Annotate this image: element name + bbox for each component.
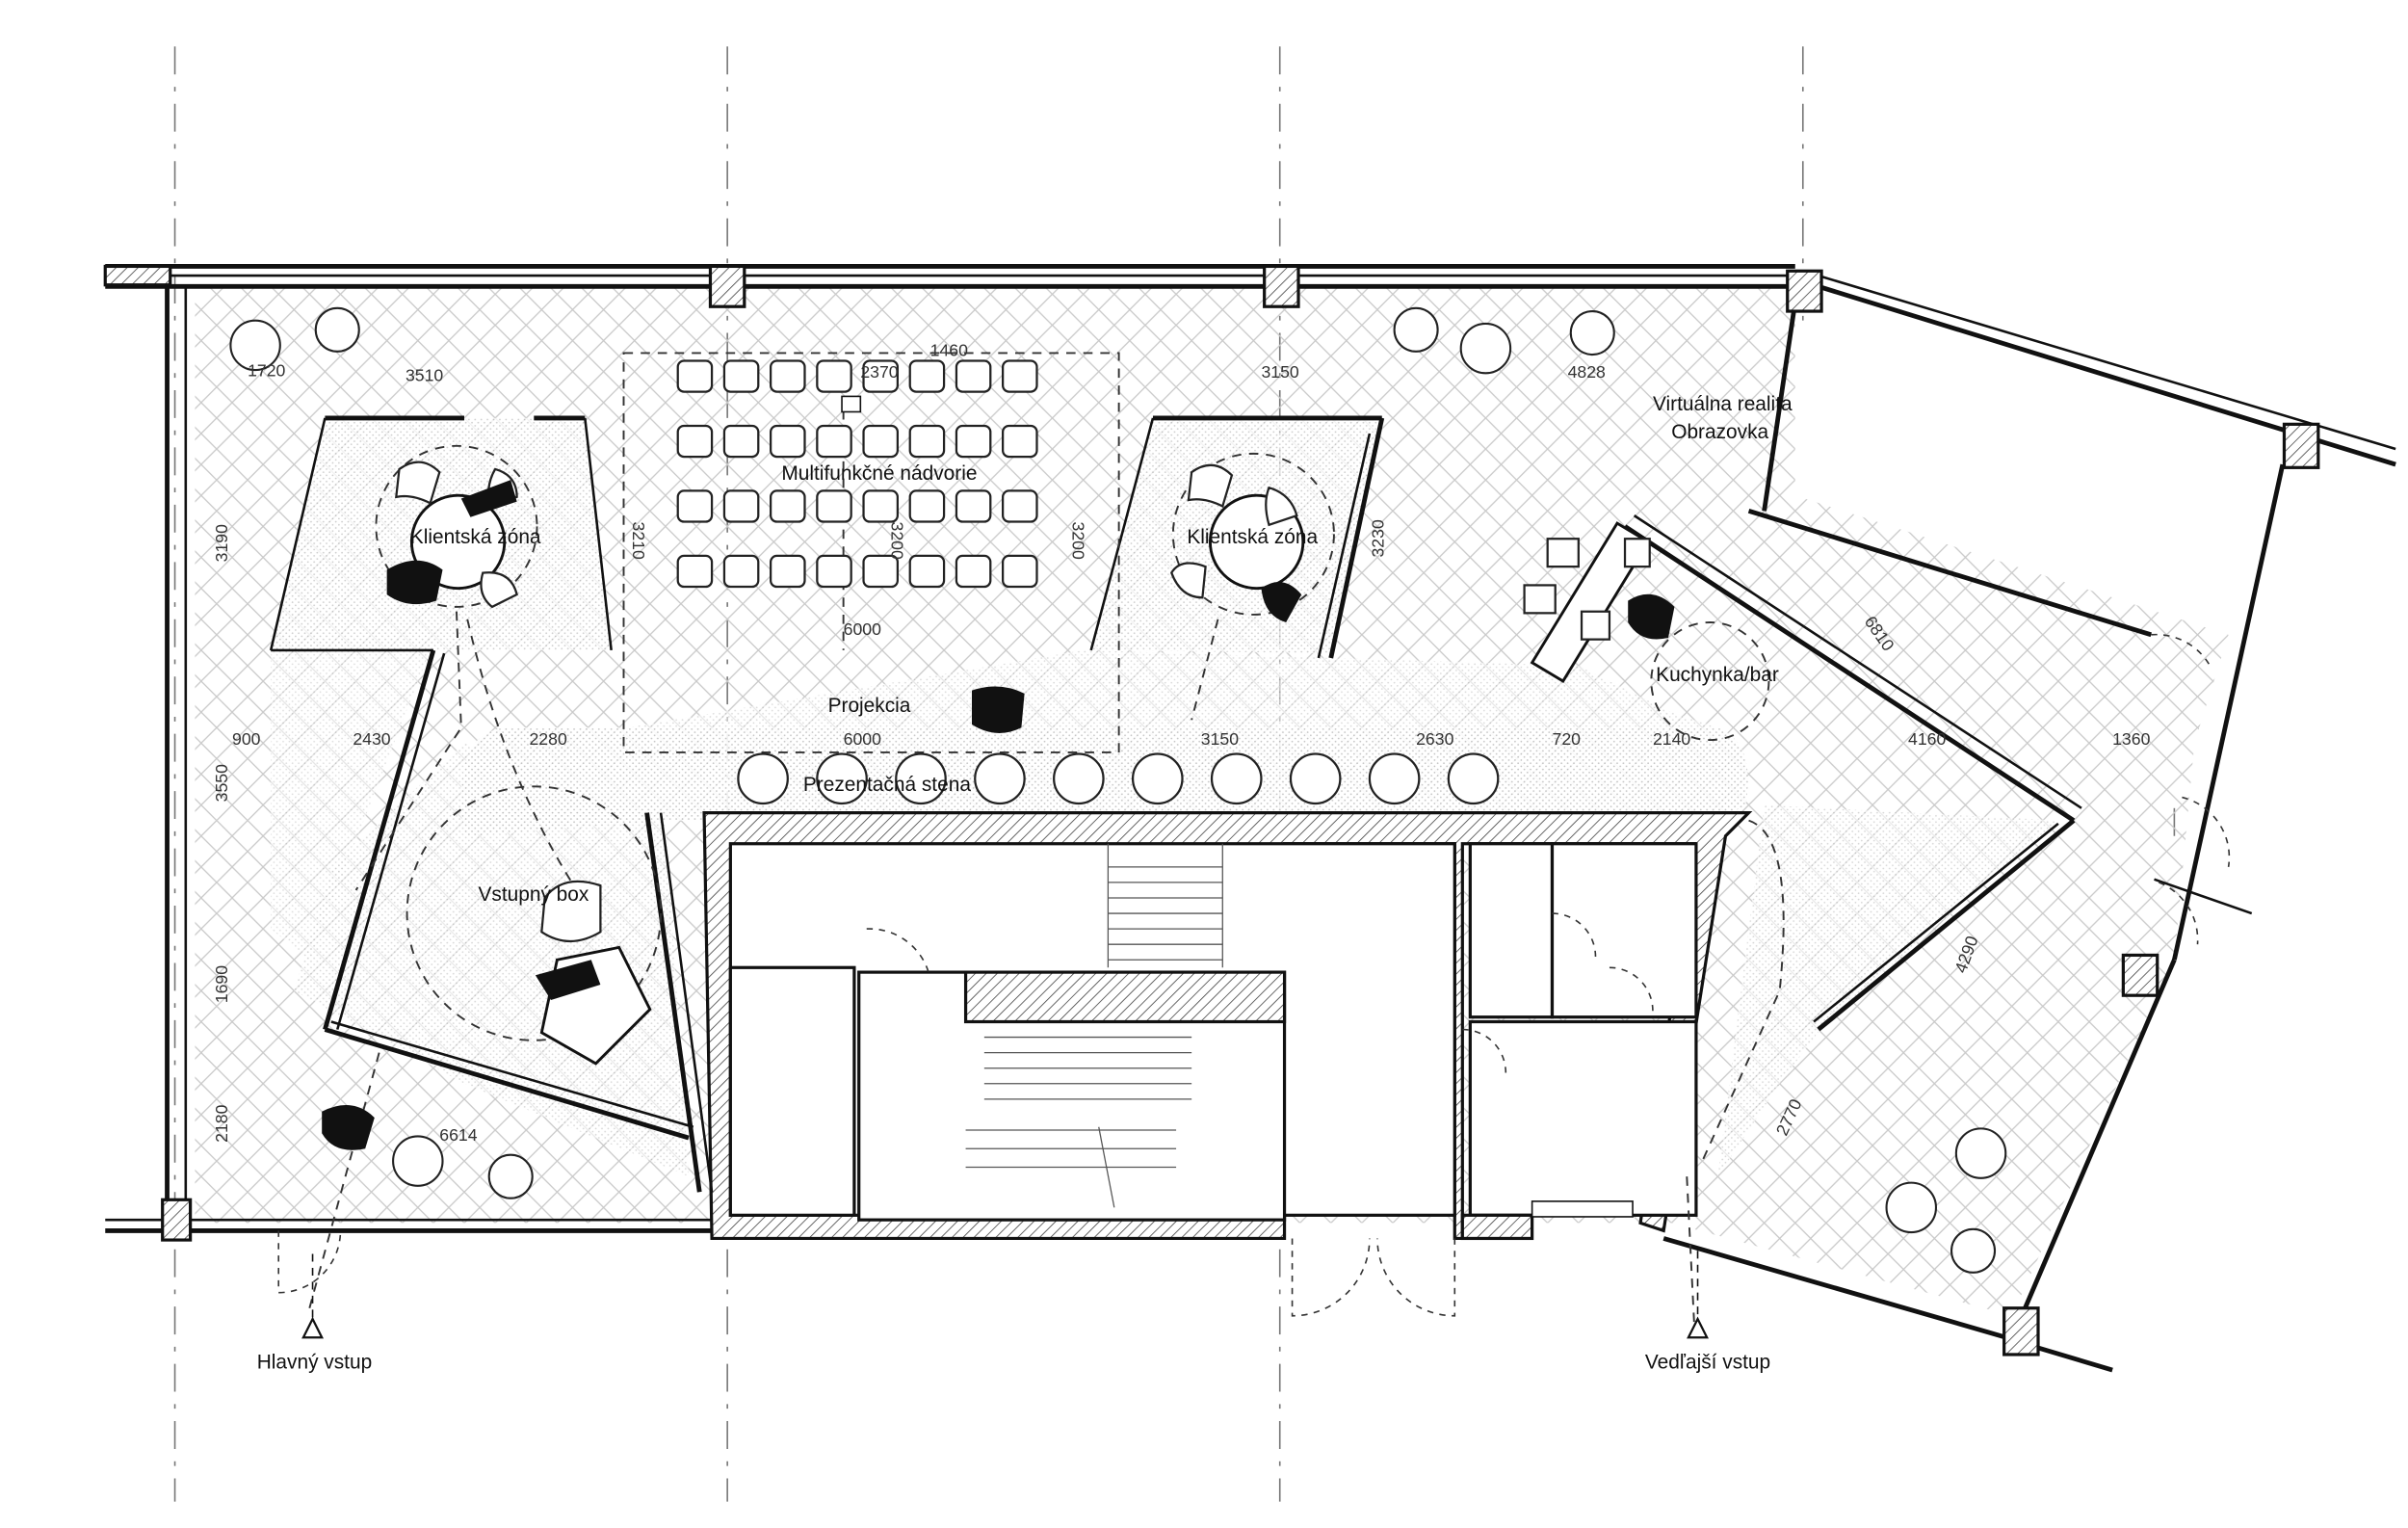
dim-vert-6: 3210 xyxy=(629,522,648,560)
dim-vert-5: 1720 xyxy=(248,361,285,381)
dim-mid-7: 720 xyxy=(1553,729,1582,749)
room-labels: Multifunkčné nádvorie Klientská zóna Kli… xyxy=(257,393,1793,1374)
dim-mid-5: 3150 xyxy=(1201,729,1239,749)
label-virtualna-1: Virtuálna realita xyxy=(1653,393,1793,415)
dim-mid-9: 4160 xyxy=(1908,729,1946,749)
dashed-guides xyxy=(308,352,1785,1331)
dim-vert-3: 1690 xyxy=(212,965,231,1003)
dim-small-4: 6614 xyxy=(439,1125,477,1145)
entry-arrows xyxy=(301,1251,1709,1339)
label-hlavny-vstup: Hlavný vstup xyxy=(257,1351,373,1373)
dim-vert-2: 3550 xyxy=(212,764,231,802)
label-klientska-2: Klientská zóna xyxy=(1187,526,1318,548)
dim-vert-8: 3200 xyxy=(1068,522,1087,560)
label-multifunkcne: Multifunkčné nádvorie xyxy=(781,462,977,485)
interior-partitions xyxy=(269,415,2082,1193)
dim-top-4: 3150 xyxy=(1261,362,1298,382)
dim-mid-1: 900 xyxy=(232,729,261,749)
dim-mid-8: 2140 xyxy=(1653,729,1690,749)
outer-walls xyxy=(105,264,2396,1373)
auditorium-seats xyxy=(676,359,1038,589)
label-virtualna-2: Obrazovka xyxy=(1671,421,1768,443)
label-vstupny: Vstupný box xyxy=(478,883,589,906)
label-klientska-1: Klientská zóna xyxy=(410,526,541,548)
client-zone-furniture xyxy=(386,461,1305,622)
bar-stools xyxy=(737,752,1500,805)
service-core xyxy=(702,811,1753,1241)
dim-top-1: 3510 xyxy=(406,365,443,384)
people-figures xyxy=(322,593,1675,1150)
entry-box-furniture xyxy=(535,880,652,1066)
dim-vert-9: 3230 xyxy=(1368,519,1387,557)
dim-vert-4: 2180 xyxy=(212,1104,231,1142)
label-prezentacna: Prezentačná stena xyxy=(803,774,971,796)
dim-vert-1: 3190 xyxy=(212,524,231,562)
doors xyxy=(277,633,2231,1317)
label-vedlajsi-vstup: Vedľajší vstup xyxy=(1645,1351,1770,1373)
plants xyxy=(229,306,2007,1274)
label-projekcia: Projekcia xyxy=(828,695,911,717)
dim-small-1: 6000 xyxy=(844,619,881,639)
dim-top-2: 2370 xyxy=(860,362,898,382)
dim-top-5: 4828 xyxy=(1568,362,1606,382)
columns xyxy=(103,264,2320,1357)
dim-vert-7: 3200 xyxy=(887,522,906,560)
dim-mid-6: 2630 xyxy=(1416,729,1453,749)
dim-top-3: 1460 xyxy=(930,341,968,360)
dim-mid-2: 2430 xyxy=(353,729,390,749)
kitchenette-furniture xyxy=(1523,521,1651,684)
label-kuchynka: Kuchynka/bar xyxy=(1656,664,1779,686)
dim-mid-3: 2280 xyxy=(529,729,566,749)
dim-mid-4: 6000 xyxy=(844,729,881,749)
dim-mid-10: 1360 xyxy=(2112,729,2150,749)
